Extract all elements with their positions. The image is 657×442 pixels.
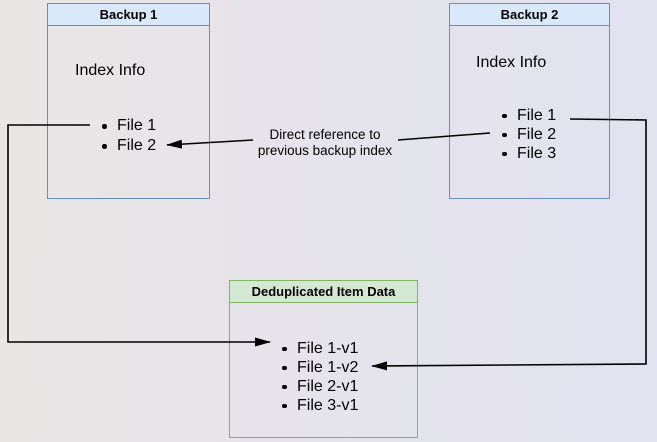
backup1-file-list: File 1 File 2	[101, 116, 157, 156]
backup1-index-info-label: Index Info	[75, 62, 146, 79]
backup2-file-list: File 1 File 2 File 3	[501, 106, 557, 163]
file-list-item: File 1	[101, 117, 157, 134]
file-list-item: File 1	[501, 107, 557, 124]
backup1-header: Backup 1	[48, 4, 209, 26]
direct-reference-edge-label: Direct reference to previous backup inde…	[230, 127, 420, 159]
dedup-header: Deduplicated Item Data	[230, 281, 417, 303]
file-list-item: File 2-v1	[281, 378, 359, 395]
file-list-item: File 1-v2	[281, 359, 359, 376]
edge-label-line1: Direct reference to	[269, 127, 381, 142]
dedup-title: Deduplicated Item Data	[251, 284, 396, 299]
backup1-title: Backup 1	[99, 7, 158, 22]
file-list-item: File 3-v1	[281, 397, 359, 414]
file-list-item: File 3	[501, 145, 557, 162]
backup2-header: Backup 2	[450, 4, 609, 26]
backup1-box: Backup 1 Index Info File 1 File 2	[47, 3, 210, 199]
backup2-title: Backup 2	[500, 7, 559, 22]
file-list-item: File 1-v1	[281, 340, 359, 357]
backup2-index-info-label: Index Info	[476, 54, 547, 71]
edge-label-line2: previous backup index	[257, 143, 393, 158]
file-list-item: File 2	[101, 137, 157, 154]
backup2-box: Backup 2 Index Info File 1 File 2 File 3	[449, 3, 610, 199]
file-list-item: File 2	[501, 126, 557, 143]
